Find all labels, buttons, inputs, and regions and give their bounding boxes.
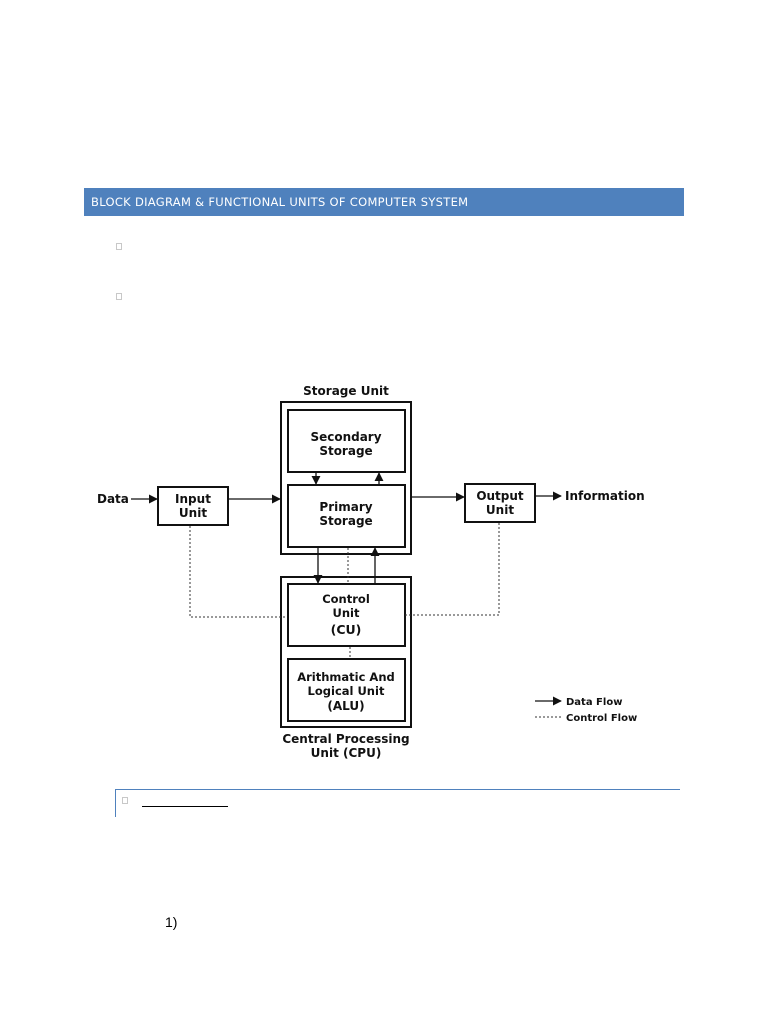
section-separator	[115, 789, 680, 817]
primary-storage-label-2: Storage	[319, 514, 372, 528]
alu-label-3: (ALU)	[327, 699, 364, 713]
input-control-line	[189, 526, 287, 618]
bullet-icon	[122, 797, 128, 804]
secondary-storage-label-1: Secondary	[310, 430, 381, 444]
control-unit-label-1: Control	[322, 592, 370, 606]
cpu-label-2: Unit (CPU)	[311, 746, 382, 760]
alu-label-2: Logical Unit	[308, 684, 385, 698]
section-heading-banner: BLOCK DIAGRAM & FUNCTIONAL UNITS OF COMP…	[84, 188, 684, 216]
alu-label-1: Arithmatic And	[297, 670, 395, 684]
primary-storage-box	[287, 484, 406, 548]
cpu-box	[280, 576, 412, 728]
bullet-icon	[116, 243, 122, 250]
output-unit-label-2: Unit	[486, 503, 514, 517]
block-diagram: Storage Unit Secondary Storage Primary S…	[97, 384, 645, 760]
output-control-line	[405, 523, 500, 616]
secondary-storage-box	[287, 409, 406, 473]
output-unit-label-1: Output	[476, 489, 524, 503]
input-unit-label-2: Unit	[179, 506, 207, 520]
data-label: Data	[97, 492, 129, 506]
storage-unit-box	[280, 401, 412, 555]
secondary-storage-label-2: Storage	[319, 444, 372, 458]
list-number: 1)	[165, 914, 178, 930]
storage-unit-label: Storage Unit	[303, 384, 389, 398]
legend-control-flow-label: Control Flow	[566, 713, 637, 724]
information-label: Information	[565, 489, 645, 503]
bullet-icon	[116, 293, 122, 300]
output-unit-box	[464, 483, 536, 523]
control-unit-label-2: Unit	[333, 606, 360, 620]
cpu-label-1: Central Processing	[282, 732, 409, 746]
section-heading: BLOCK DIAGRAM & FUNCTIONAL UNITS OF COMP…	[91, 195, 469, 209]
input-unit-box	[157, 486, 229, 526]
primary-storage-label-1: Primary	[319, 500, 372, 514]
alu-box	[287, 658, 406, 722]
input-unit-label-1: Input	[175, 492, 211, 506]
legend-data-flow-label: Data Flow	[566, 697, 622, 708]
control-unit-label-3: (CU)	[331, 622, 362, 637]
underline-blank	[142, 806, 228, 807]
